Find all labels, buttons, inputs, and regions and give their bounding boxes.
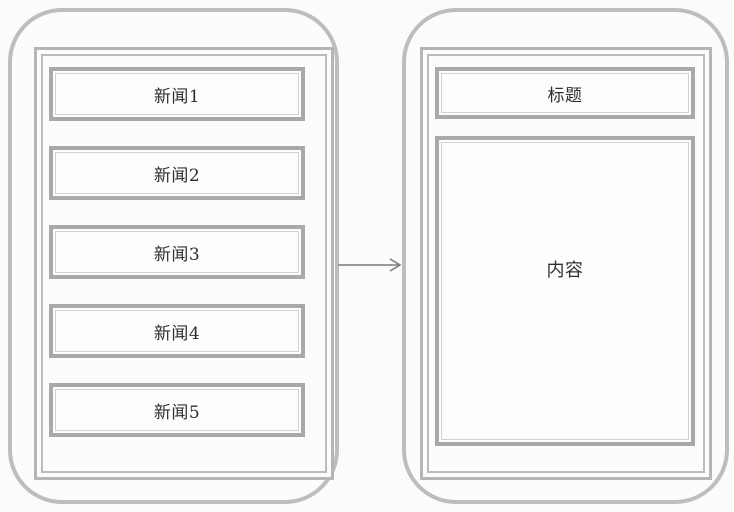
news-detail-phone: 标题 内容 [402, 8, 729, 504]
news-list-screen: 新闻1 新闻2 新闻3 新闻4 新闻5 [34, 47, 334, 480]
news-item-4-label: 新闻4 [153, 323, 201, 344]
news-item-4[interactable]: 新闻4 [49, 304, 305, 358]
detail-content-box: 内容 [435, 136, 695, 446]
news-item-5-label: 新闻5 [153, 402, 201, 423]
news-list-phone: 新闻1 新闻2 新闻3 新闻4 新闻5 [8, 8, 339, 504]
news-item-1-label: 新闻1 [153, 86, 201, 107]
news-item-1[interactable]: 新闻1 [49, 67, 305, 121]
news-item-2-label: 新闻2 [153, 165, 201, 186]
news-item-3[interactable]: 新闻3 [49, 225, 305, 279]
news-item-5[interactable]: 新闻5 [49, 383, 305, 437]
arrow-right-icon [338, 258, 402, 272]
news-item-3-label: 新闻3 [153, 244, 201, 265]
detail-title-label: 标题 [547, 85, 583, 106]
detail-title-box: 标题 [435, 67, 695, 119]
news-detail-screen: 标题 内容 [420, 47, 712, 480]
news-item-2[interactable]: 新闻2 [49, 146, 305, 200]
detail-content-label: 内容 [546, 260, 584, 281]
